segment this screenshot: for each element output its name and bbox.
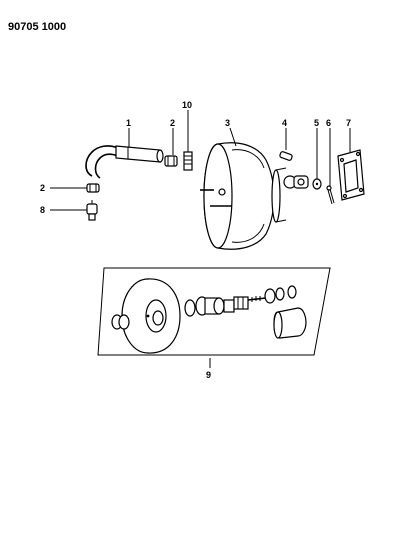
vacuum-hose-part	[85, 145, 164, 179]
doc-number: 90705 1000	[8, 21, 66, 33]
cotter-pin-part	[326, 185, 335, 205]
callout-4: 4	[282, 118, 287, 128]
callout-2-upper: 2	[170, 118, 175, 128]
hose-clamp-lower-part	[86, 183, 100, 193]
callout-6: 6	[326, 118, 331, 128]
callout-10: 10	[182, 100, 192, 110]
clevis-pin-part	[279, 151, 293, 161]
callout-7: 7	[346, 118, 351, 128]
stud-part	[183, 151, 193, 171]
callout-9: 9	[206, 370, 211, 380]
callout-1: 1	[126, 118, 131, 128]
callout-5: 5	[314, 118, 319, 128]
callout-2-lower: 2	[40, 183, 45, 193]
repair-kit-box	[97, 267, 331, 356]
brake-booster-part	[200, 142, 309, 250]
washer-part	[312, 178, 322, 190]
callout-3: 3	[225, 118, 230, 128]
leader-line-3	[229, 127, 237, 147]
hose-clamp-part	[164, 155, 178, 167]
callout-8: 8	[40, 205, 45, 215]
gasket-part	[337, 149, 365, 201]
check-valve-part	[86, 200, 98, 221]
